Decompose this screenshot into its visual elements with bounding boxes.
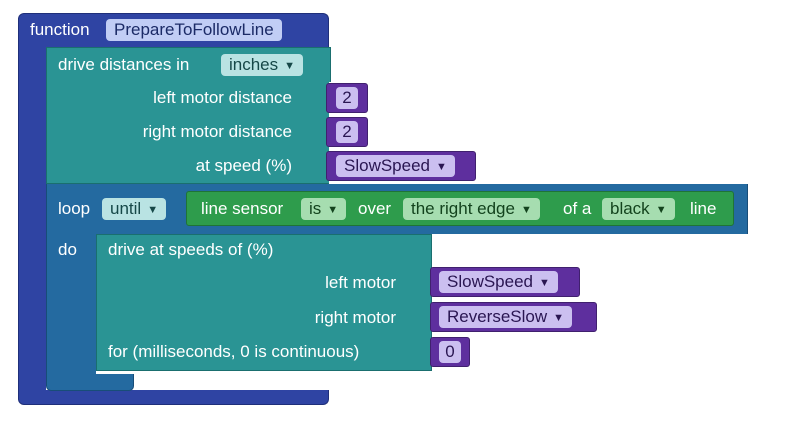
function-block-footer (18, 390, 329, 405)
dropdown-arrow-icon: ▼ (327, 204, 339, 216)
loop-mode-dropdown[interactable]: until ▼ (102, 198, 167, 220)
unit-dropdown-value: inches (229, 55, 279, 74)
duration-label: for (milliseconds, 0 is continuous) (108, 342, 360, 361)
line-sensor-label: line sensor (201, 199, 284, 218)
dropdown-arrow-icon: ▼ (436, 161, 447, 173)
edge-dropdown[interactable]: the right edge ▼ (403, 198, 540, 220)
speed-variable-dropdown[interactable]: SlowSpeed ▼ (336, 155, 455, 177)
color-dropdown-value: black (610, 199, 650, 218)
right-motor-label: right motor (314, 308, 396, 327)
loop-block-footer (46, 374, 134, 391)
over-label: over (358, 199, 392, 218)
loop-keyword: loop (58, 199, 91, 218)
dropdown-arrow-icon: ▼ (553, 312, 565, 324)
line-label: line (690, 199, 717, 218)
left-motor-dropdown[interactable]: SlowSpeed ▼ (439, 271, 558, 293)
right-motor-distance-label: right motor distance (142, 122, 292, 141)
dropdown-arrow-icon: ▼ (655, 204, 667, 216)
at-speed-label: at speed (%) (195, 156, 292, 175)
of-a-label: of a (563, 199, 592, 218)
color-dropdown[interactable]: black ▼ (602, 198, 675, 220)
is-dropdown-value: is (309, 199, 322, 218)
unit-dropdown[interactable]: inches ▼ (221, 54, 304, 76)
speed-variable-value: SlowSpeed (344, 156, 431, 175)
dropdown-arrow-icon: ▼ (520, 204, 532, 216)
loop-block-body (46, 233, 96, 375)
function-name-field[interactable]: PrepareToFollowLine (106, 19, 282, 41)
drive-distances-block-body (46, 81, 329, 184)
is-dropdown[interactable]: is ▼ (301, 198, 347, 220)
edge-dropdown-value: the right edge (411, 199, 515, 218)
drive-distances-label: drive distances in (58, 55, 190, 74)
dropdown-arrow-icon: ▼ (147, 204, 159, 216)
function-keyword: function (30, 20, 90, 39)
dropdown-arrow-icon: ▼ (539, 277, 550, 289)
right-motor-dropdown[interactable]: ReverseSlow ▼ (439, 306, 573, 328)
left-motor-value: SlowSpeed (447, 272, 534, 291)
right-motor-value: ReverseSlow (447, 307, 548, 326)
right-distance-field[interactable]: 2 (336, 121, 358, 143)
duration-field[interactable]: 0 (439, 341, 461, 363)
do-label: do (58, 240, 77, 259)
left-motor-label: left motor (325, 273, 396, 292)
drive-at-speeds-label: drive at speeds of (%) (108, 240, 274, 259)
function-block-body (18, 47, 46, 392)
left-distance-field[interactable]: 2 (336, 87, 358, 109)
left-motor-distance-label: left motor distance (153, 88, 292, 107)
drive-at-speeds-block[interactable] (96, 234, 432, 371)
dropdown-arrow-icon: ▼ (284, 60, 296, 72)
loop-mode-value: until (110, 199, 142, 218)
